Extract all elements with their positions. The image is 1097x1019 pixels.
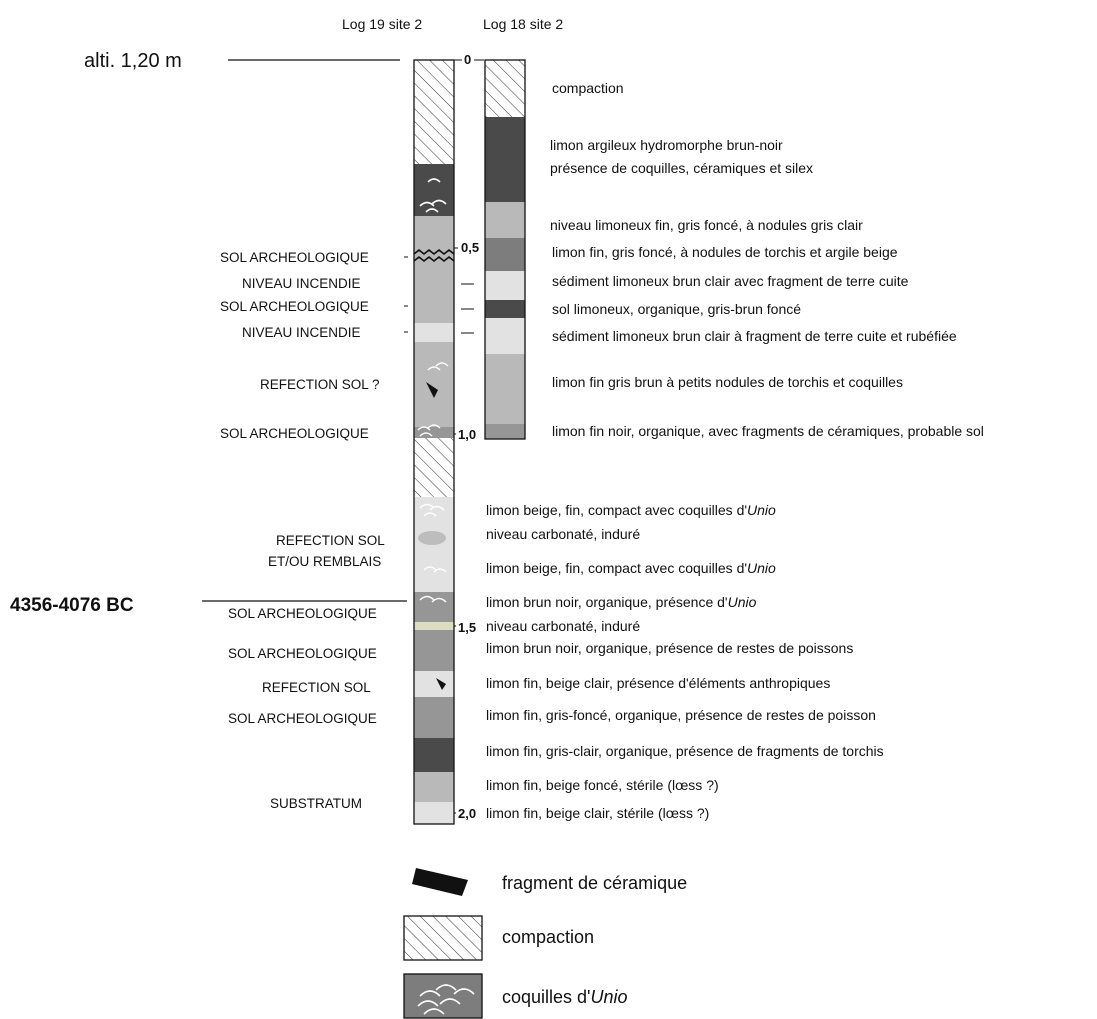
log18-layer-organic <box>485 300 525 318</box>
log18-column <box>484 59 526 440</box>
altitude-label: alti. 1,20 m <box>84 50 182 72</box>
log18-header: Log 18 site 2 <box>483 16 563 32</box>
legend: fragment de céramique compaction coquill… <box>403 868 687 1019</box>
log19-desc-6: limon fin, beige clair, présence d'éléme… <box>486 675 830 691</box>
scale-0-5: 0,5 <box>461 240 479 255</box>
log19-layer-gray-1 <box>414 216 454 323</box>
left-label-9: SOL ARCHEOLOGIQUE <box>228 646 377 661</box>
log19-desc-8: limon fin, gris-clair, organique, présen… <box>486 743 884 759</box>
left-label-2: SOL ARCHEOLOGIQUE <box>220 299 369 314</box>
log19-layer-brown-black <box>414 592 454 622</box>
log19-layer-gray-dark <box>414 697 454 738</box>
left-label-4: REFECTION SOL ? <box>260 377 380 392</box>
log19-desc-7: limon fin, gris-foncé, organique, présen… <box>486 707 876 723</box>
log18-desc-6: sol limoneux, organique, gris-brun foncé <box>552 301 801 317</box>
scale-1-0: 1,0 <box>458 427 476 442</box>
log18-desc-0: compaction <box>552 80 624 96</box>
log19-layer-compaction-top <box>414 60 454 164</box>
log19-desc-9: limon fin, beige foncé, stérile (lœss ?) <box>486 777 719 793</box>
log19-layer-carbonate <box>414 622 454 630</box>
left-label-5: SOL ARCHEOLOGIQUE <box>220 426 369 441</box>
ceramic-symbol-1 <box>426 382 438 398</box>
log18-layer-black-sol <box>485 424 525 439</box>
log19-desc-4: niveau carbonaté, induré <box>486 618 640 634</box>
ceramic-symbol-2 <box>436 678 446 690</box>
log19-desc-3: limon brun noir, organique, présence d'U… <box>486 594 757 610</box>
left-labels: SOL ARCHEOLOGIQUE NIVEAU INCENDIE SOL AR… <box>220 250 385 811</box>
shell-symbols-pale <box>419 503 447 603</box>
log19-layer-sol-1 <box>414 427 454 438</box>
shell-symbols-refection <box>427 362 449 371</box>
log18-layer-rubefied <box>485 318 525 354</box>
label-leader-marks <box>404 256 474 334</box>
log19-desc-1: niveau carbonaté, induré <box>486 526 640 542</box>
log18-layer-gray-nodules <box>485 202 525 238</box>
log19-layer-fish-remains <box>414 630 454 671</box>
left-label-11: SOL ARCHEOLOGIQUE <box>228 711 377 726</box>
left-label-1: NIVEAU INCENDIE <box>242 276 361 291</box>
scale-0: 0 <box>464 52 471 67</box>
log19-desc-10: limon fin, beige clair, stérile (lœss ?) <box>486 805 709 821</box>
legend-ceramic-label: fragment de céramique <box>502 873 687 893</box>
scale-2-0: 2,0 <box>458 806 476 821</box>
erosion-zigzag <box>413 248 455 263</box>
log18-desc-4: limon fin, gris foncé, à nodules de torc… <box>552 244 898 260</box>
log19-layer-beige-dark <box>414 772 454 802</box>
log18-layer-compaction <box>485 60 525 117</box>
legend-unio-shell-icon <box>417 984 475 1015</box>
log19-column <box>413 59 455 825</box>
left-label-10: REFECTION SOL <box>262 680 371 695</box>
scale-1-5: 1,5 <box>458 620 476 635</box>
left-label-0: SOL ARCHEOLOGIQUE <box>220 250 369 265</box>
legend-ceramic-icon <box>412 868 468 896</box>
left-label-3: NIVEAU INCENDIE <box>242 325 361 340</box>
log18-desc-2: présence de coquilles, céramiques et sil… <box>550 160 813 176</box>
log19-layer-beige-light <box>414 802 454 824</box>
left-label-6: REFECTION SOL <box>276 533 385 548</box>
legend-compaction-swatch <box>403 915 483 961</box>
left-label-8: SOL ARCHEOLOGIQUE <box>228 606 377 621</box>
log18-desc-1: limon argileux hydromorphe brun-noir <box>550 137 783 153</box>
log19-desc-5: limon brun noir, organique, présence de … <box>486 640 853 656</box>
log19-outline <box>413 59 455 825</box>
legend-unio-swatch <box>403 973 483 1019</box>
shell-symbols-sol <box>417 424 441 437</box>
log18-desc-3: niveau limoneux fin, gris foncé, à nodul… <box>550 217 863 233</box>
log18-layer-brown-light <box>485 271 525 300</box>
log18-desc-9: limon fin noir, organique, avec fragment… <box>552 423 984 439</box>
log18-layer-gray-brown <box>485 354 525 424</box>
log18-desc-5: sédiment limoneux brun clair avec fragme… <box>552 273 909 289</box>
left-label-12: SUBSTRATUM <box>270 796 362 811</box>
legend-unio-label: coquilles d'Unio <box>502 987 628 1007</box>
log19-layer-dark-unio <box>414 164 454 216</box>
depth-scale: 0 0,5 1,0 1,5 2,0 <box>454 52 484 821</box>
log19-layer-anthropic <box>414 671 454 697</box>
legend-compaction-label: compaction <box>502 927 594 947</box>
log19-layer-torchis <box>414 738 454 772</box>
log18-layer-brown-black <box>485 117 525 202</box>
log19-layer-compaction-mid <box>414 438 454 497</box>
log19-desc-0: limon beige, fin, compact avec coquilles… <box>486 502 776 518</box>
left-label-7: ET/OU REMBLAIS <box>268 554 381 569</box>
log18-desc-7: sédiment limoneux brun clair à fragment … <box>552 328 957 344</box>
log19-descriptions: limon beige, fin, compact avec coquilles… <box>486 502 884 821</box>
shell-symbols-top <box>419 178 447 213</box>
log19-layer-gray-2 <box>414 342 454 427</box>
log18-desc-8: limon fin gris brun à petits nodules de … <box>552 374 903 390</box>
log19-header: Log 19 site 2 <box>342 16 422 32</box>
log18-layer-torchis <box>485 238 525 271</box>
log19-desc-2: limon beige, fin, compact avec coquilles… <box>486 560 776 576</box>
log18-descriptions: compaction limon argileux hydromorphe br… <box>550 80 984 439</box>
log19-layer-burn-level <box>414 323 454 342</box>
carbonate-nodule <box>418 531 446 545</box>
date-marker: 4356-4076 BC <box>10 595 134 616</box>
log18-outline <box>484 59 526 440</box>
